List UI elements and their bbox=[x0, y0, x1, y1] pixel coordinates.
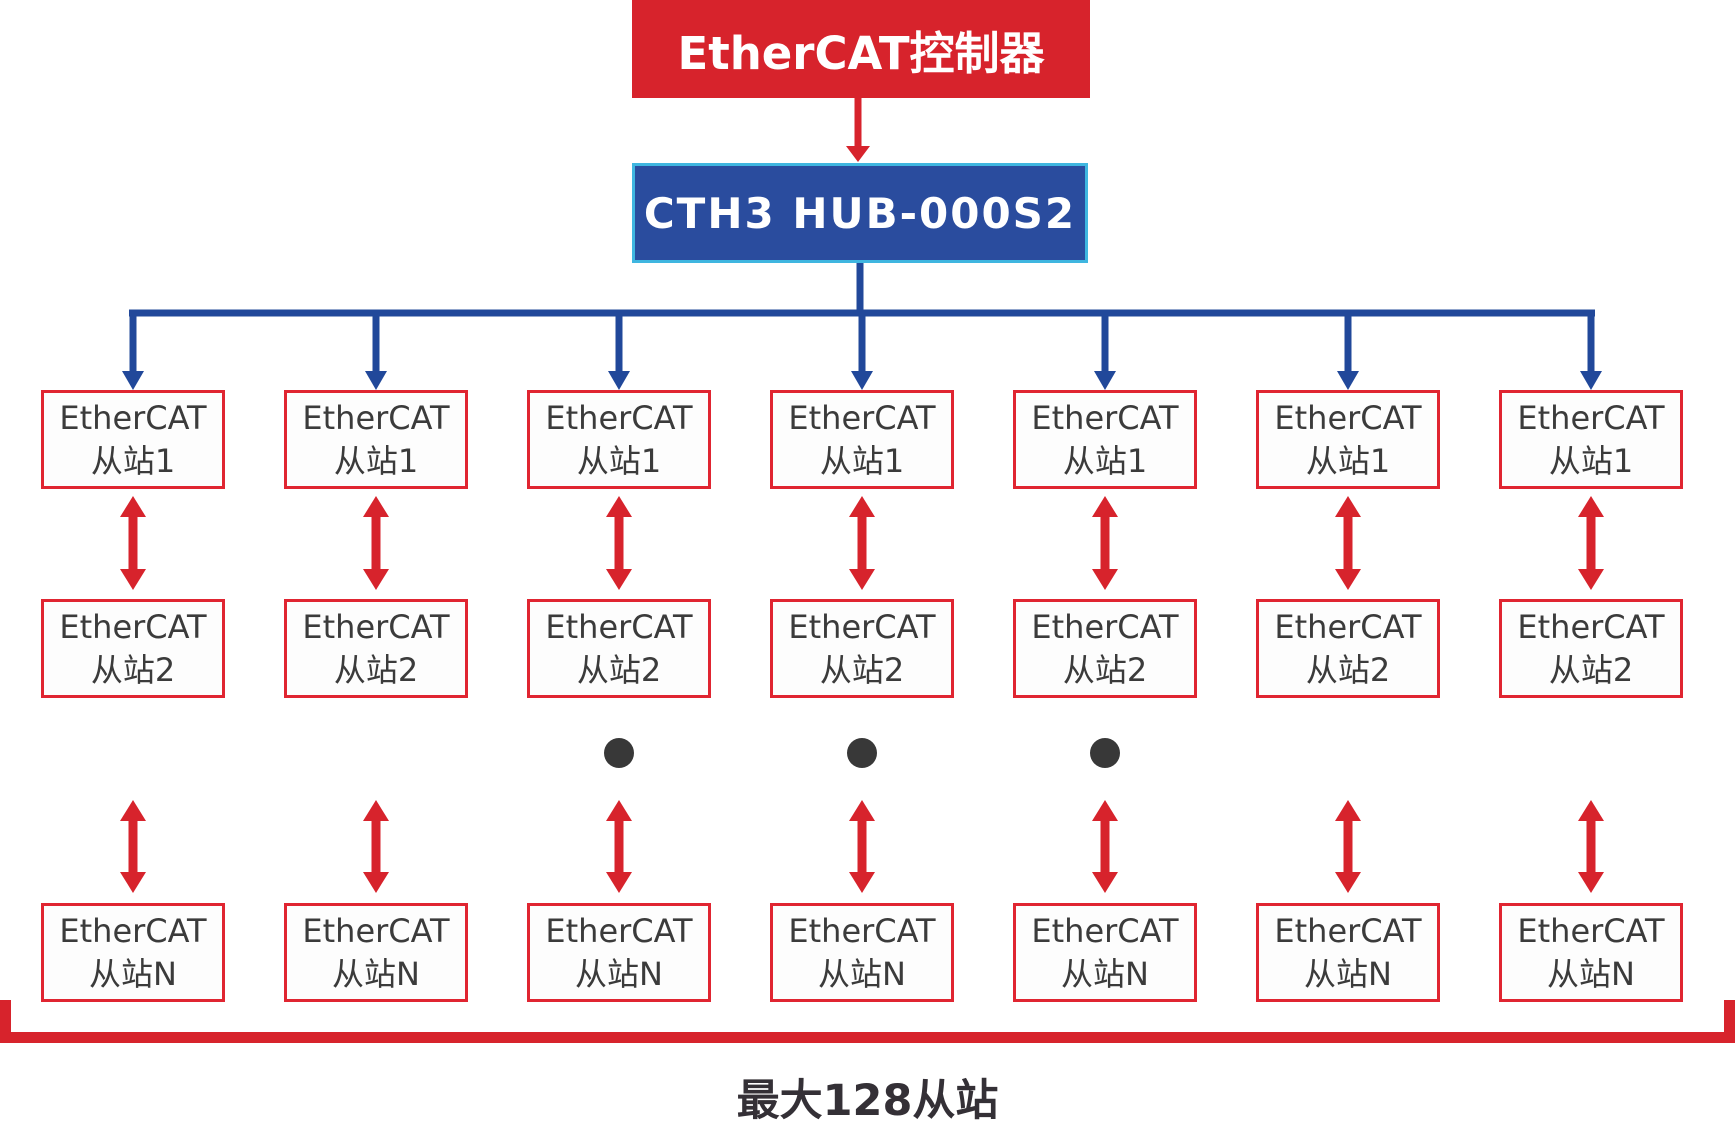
slave-box-col1-row3: EtherCAT 从站N bbox=[41, 903, 225, 1002]
slave-label-line1: EtherCAT bbox=[545, 911, 693, 950]
hub-box: CTH3 HUB-000S2 bbox=[632, 163, 1088, 263]
slave-label-line2: 从站2 bbox=[1305, 650, 1391, 689]
slave2-slaveN-link-arrow-col3 bbox=[606, 800, 632, 893]
hub-to-slave-arrow-col1 bbox=[122, 310, 144, 390]
slave-label-line2: 从站N bbox=[332, 954, 420, 993]
slave-label-line1: EtherCAT bbox=[302, 398, 450, 437]
slave-label-line1: EtherCAT bbox=[545, 398, 693, 437]
slave-label-line1: EtherCAT bbox=[59, 398, 207, 437]
slave-box-col3-row3: EtherCAT 从站N bbox=[527, 903, 711, 1002]
slave-label-line1: EtherCAT bbox=[1274, 398, 1422, 437]
slave-box-col2-row1: EtherCAT 从站1 bbox=[284, 390, 468, 489]
slave-box-col7-row2: EtherCAT 从站2 bbox=[1499, 599, 1683, 698]
slave-label-line1: EtherCAT bbox=[302, 911, 450, 950]
slave-label-line1: EtherCAT bbox=[1031, 607, 1179, 646]
slave1-slave2-link-arrow-col3 bbox=[606, 496, 632, 590]
slave-label-line2: 从站2 bbox=[576, 650, 662, 689]
hub-to-slave-arrow-col4 bbox=[851, 310, 873, 390]
slave-label-line1: EtherCAT bbox=[545, 607, 693, 646]
slave-box-col6-row2: EtherCAT 从站2 bbox=[1256, 599, 1440, 698]
slave-box-col6-row3: EtherCAT 从站N bbox=[1256, 903, 1440, 1002]
slave-label-line2: 从站N bbox=[1061, 954, 1149, 993]
hub-to-slave-arrow-col6 bbox=[1337, 310, 1359, 390]
slave-label-line1: EtherCAT bbox=[1517, 398, 1665, 437]
slave-label-line2: 从站2 bbox=[819, 650, 905, 689]
slave-label-line1: EtherCAT bbox=[788, 911, 936, 950]
slave-box-col1-row1: EtherCAT 从站1 bbox=[41, 390, 225, 489]
hub-branch-trunk bbox=[129, 262, 1595, 317]
slave-label-line1: EtherCAT bbox=[59, 911, 207, 950]
slave-label-line1: EtherCAT bbox=[302, 607, 450, 646]
ellipsis-dot-col5 bbox=[1090, 738, 1120, 768]
slave-label-line2: 从站2 bbox=[90, 650, 176, 689]
slave-label-line2: 从站1 bbox=[1548, 441, 1634, 480]
ellipsis-dot-col4 bbox=[847, 738, 877, 768]
slave-box-col4-row1: EtherCAT 从站1 bbox=[770, 390, 954, 489]
slave-label-line1: EtherCAT bbox=[788, 398, 936, 437]
slave-box-col4-row2: EtherCAT 从站2 bbox=[770, 599, 954, 698]
max-slaves-bracket bbox=[0, 1000, 1735, 1043]
slave-box-col5-row2: EtherCAT 从站2 bbox=[1013, 599, 1197, 698]
slave-box-col2-row2: EtherCAT 从站2 bbox=[284, 599, 468, 698]
slave2-slaveN-link-arrow-col6 bbox=[1335, 800, 1361, 893]
slave2-slaveN-link-arrow-col5 bbox=[1092, 800, 1118, 893]
slave-box-col2-row3: EtherCAT 从站N bbox=[284, 903, 468, 1002]
slave-label-line1: EtherCAT bbox=[1274, 607, 1422, 646]
slave1-slave2-link-arrow-col4 bbox=[849, 496, 875, 590]
column-connectors bbox=[120, 310, 1604, 893]
hub-to-slave-arrow-col3 bbox=[608, 310, 630, 390]
slave-box-col5-row1: EtherCAT 从站1 bbox=[1013, 390, 1197, 489]
slave1-slave2-link-arrow-col7 bbox=[1578, 496, 1604, 590]
slave-box-col4-row3: EtherCAT 从站N bbox=[770, 903, 954, 1002]
slave-label-line1: EtherCAT bbox=[788, 607, 936, 646]
slave-label-line2: 从站1 bbox=[576, 441, 662, 480]
ellipsis-dot-col3 bbox=[604, 738, 634, 768]
slave-label-line2: 从站N bbox=[818, 954, 906, 993]
hub-to-slave-arrow-col2 bbox=[365, 310, 387, 390]
slave-label-line1: EtherCAT bbox=[1274, 911, 1422, 950]
slave-box-col5-row3: EtherCAT 从站N bbox=[1013, 903, 1197, 1002]
slave-label-line2: 从站2 bbox=[1548, 650, 1634, 689]
slave2-slaveN-link-arrow-col2 bbox=[363, 800, 389, 893]
slave-box-col1-row2: EtherCAT 从站2 bbox=[41, 599, 225, 698]
slave-label-line2: 从站1 bbox=[1305, 441, 1391, 480]
slave-box-col7-row3: EtherCAT 从站N bbox=[1499, 903, 1683, 1002]
controller-to-hub-arrow bbox=[846, 97, 870, 162]
slave-label-line1: EtherCAT bbox=[1031, 398, 1179, 437]
slave-label-line2: 从站1 bbox=[90, 441, 176, 480]
slave1-slave2-link-arrow-col5 bbox=[1092, 496, 1118, 590]
slave-label-line2: 从站N bbox=[575, 954, 663, 993]
slave-label-line1: EtherCAT bbox=[59, 607, 207, 646]
slave-label-line1: EtherCAT bbox=[1517, 607, 1665, 646]
slave-label-line2: 从站2 bbox=[333, 650, 419, 689]
slave-label-line2: 从站1 bbox=[1062, 441, 1148, 480]
slave2-slaveN-link-arrow-col7 bbox=[1578, 800, 1604, 893]
slave-box-col3-row2: EtherCAT 从站2 bbox=[527, 599, 711, 698]
max-slaves-label: 最大128从站 bbox=[736, 1076, 999, 1123]
controller-label: EtherCAT控制器 bbox=[677, 26, 1045, 80]
slave-label-line1: EtherCAT bbox=[1517, 911, 1665, 950]
slave-label-line2: 从站N bbox=[1304, 954, 1392, 993]
slave1-slave2-link-arrow-col6 bbox=[1335, 496, 1361, 590]
hub-to-slave-arrow-col7 bbox=[1580, 310, 1602, 390]
slave-box-col3-row1: EtherCAT 从站1 bbox=[527, 390, 711, 489]
slave2-slaveN-link-arrow-col4 bbox=[849, 800, 875, 893]
slave-label-line2: 从站1 bbox=[333, 441, 419, 480]
slave-label-line2: 从站N bbox=[1547, 954, 1635, 993]
controller-box: EtherCAT控制器 bbox=[632, 0, 1090, 98]
slave-label-line2: 从站N bbox=[89, 954, 177, 993]
slave2-slaveN-link-arrow-col1 bbox=[120, 800, 146, 893]
slave-box-col6-row1: EtherCAT 从站1 bbox=[1256, 390, 1440, 489]
slave1-slave2-link-arrow-col1 bbox=[120, 496, 146, 590]
slave-box-col7-row1: EtherCAT 从站1 bbox=[1499, 390, 1683, 489]
slave-label-line1: EtherCAT bbox=[1031, 911, 1179, 950]
slave-label-line2: 从站2 bbox=[1062, 650, 1148, 689]
slave-label-line2: 从站1 bbox=[819, 441, 905, 480]
hub-label: CTH3 HUB-000S2 bbox=[643, 188, 1077, 238]
slave1-slave2-link-arrow-col2 bbox=[363, 496, 389, 590]
hub-to-slave-arrow-col5 bbox=[1094, 310, 1116, 390]
